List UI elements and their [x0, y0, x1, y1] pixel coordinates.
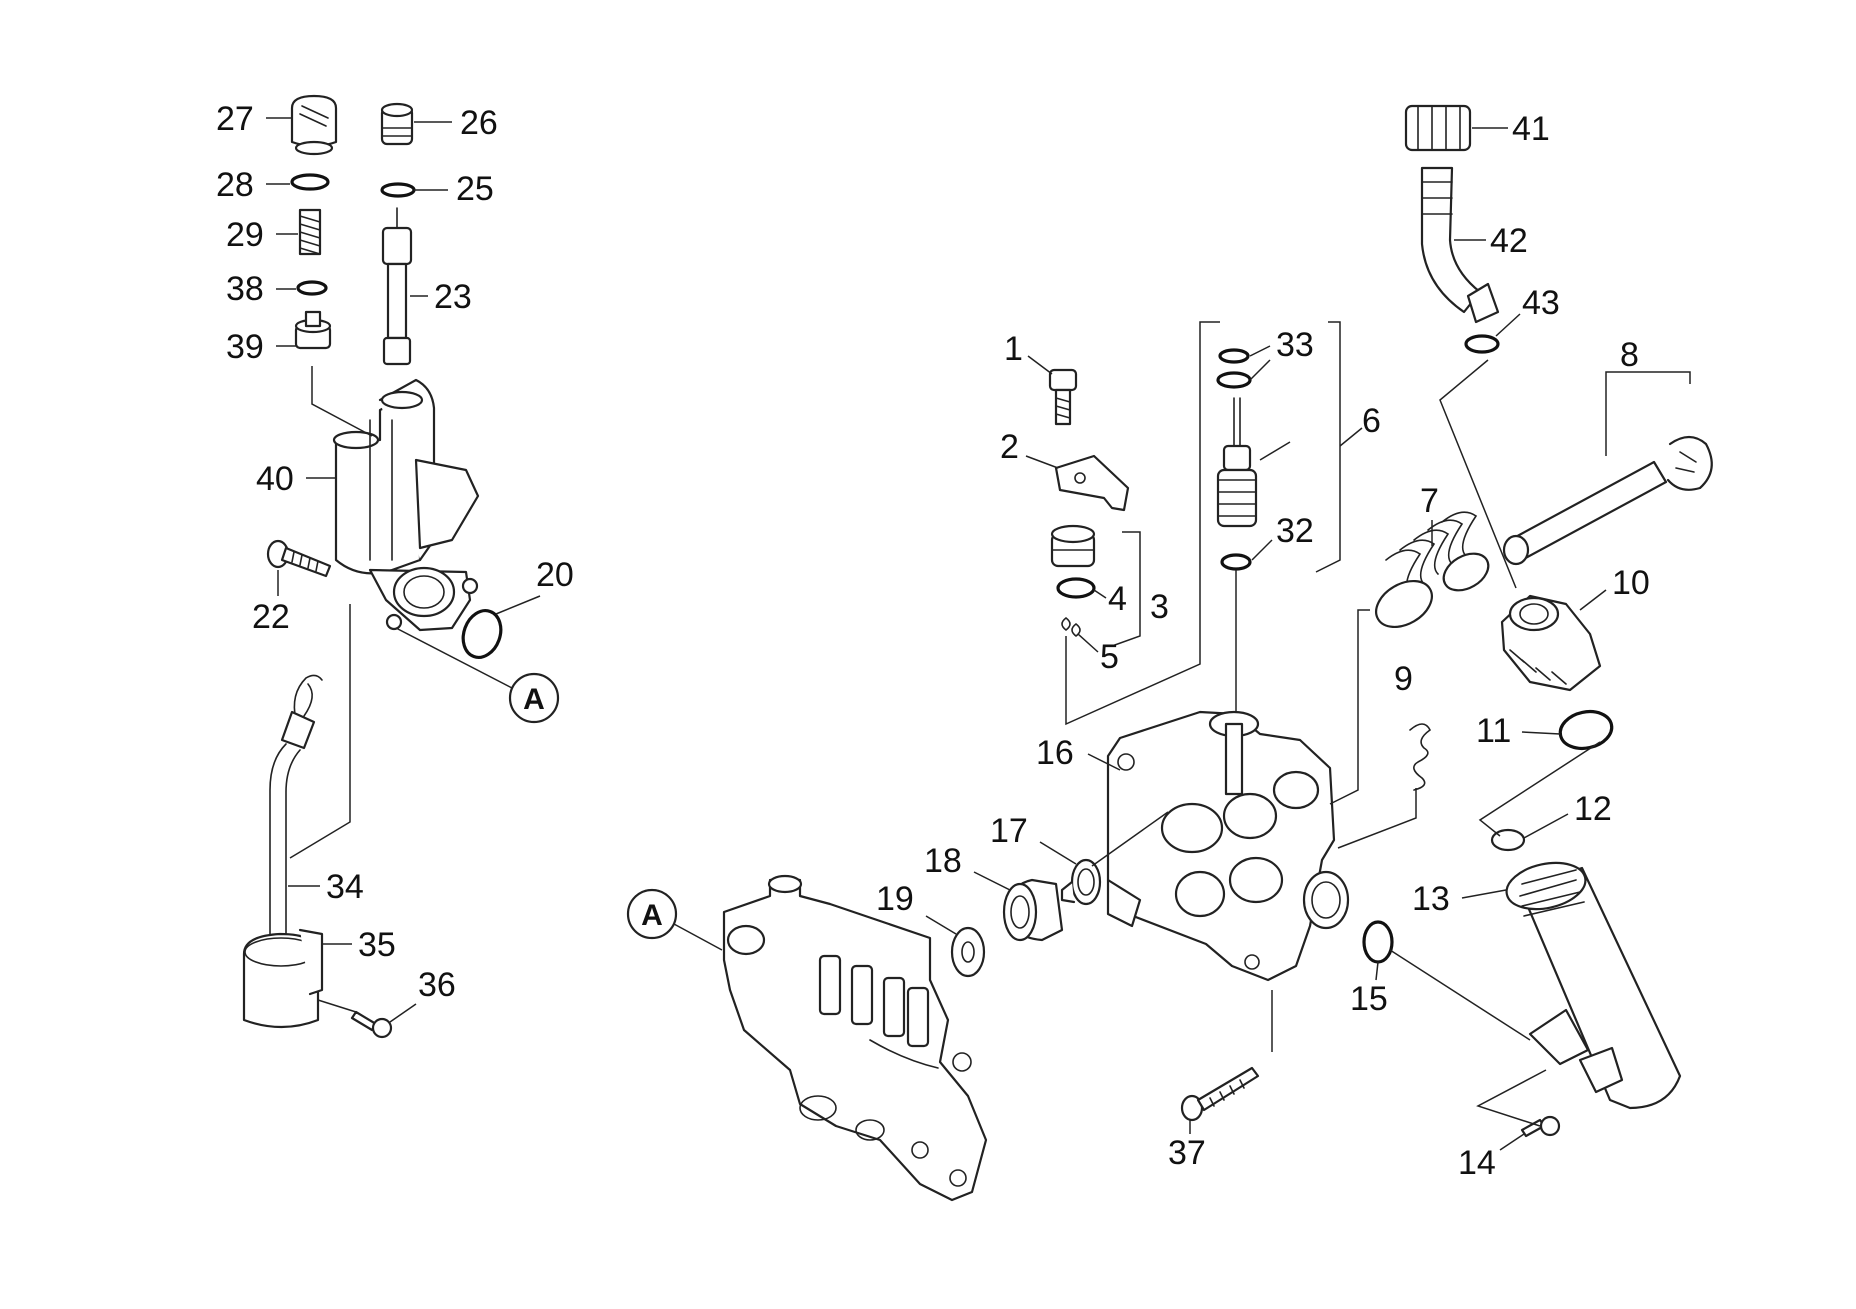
reference-mark-a-right: A — [626, 888, 723, 951]
part-15-oring — [1362, 920, 1394, 964]
label-37: 37 — [1168, 1134, 1206, 1172]
part-33-oring-top — [1218, 348, 1250, 364]
reference-mark-a-right-label: A — [641, 899, 663, 932]
part-26-screw — [380, 102, 414, 146]
label-5: 5 — [1100, 638, 1119, 676]
label-43: 43 — [1522, 284, 1560, 322]
right-assembly — [1404, 104, 1713, 1138]
part-11-seal — [1558, 709, 1614, 751]
label-9: 9 — [1394, 660, 1413, 698]
part-37-screw — [1180, 1066, 1260, 1122]
label-15: 15 — [1350, 980, 1388, 1018]
part-2-plate — [1054, 454, 1130, 512]
part-19-washer — [950, 926, 986, 978]
label-36: 36 — [418, 966, 456, 1004]
part-8-tube — [1502, 435, 1713, 566]
label-39: 39 — [226, 328, 264, 366]
label-7: 7 — [1420, 482, 1439, 520]
reference-mark-a-left-label: A — [523, 683, 545, 716]
label-18: 18 — [924, 842, 962, 880]
label-12: 12 — [1574, 790, 1612, 828]
part-42-elbow — [1420, 166, 1500, 324]
label-25: 25 — [456, 170, 494, 208]
label-14: 14 — [1458, 1144, 1496, 1182]
part-20-oring — [461, 609, 503, 659]
label-1: 1 — [1004, 330, 1023, 368]
label-33: 33 — [1276, 326, 1314, 364]
label-17: 17 — [990, 812, 1028, 850]
label-27: 27 — [216, 100, 254, 138]
label-8: 8 — [1620, 336, 1639, 374]
part-32-oring — [1220, 553, 1252, 571]
label-3: 3 — [1150, 588, 1169, 626]
label-13: 13 — [1412, 880, 1450, 918]
part-5-clip — [1061, 616, 1081, 637]
label-22: 22 — [252, 598, 290, 636]
label-32: 32 — [1276, 512, 1314, 550]
part-38-washer — [296, 280, 328, 296]
part-3-valve-insert — [1050, 524, 1096, 568]
part-6-valve — [1216, 397, 1258, 528]
part-33-oring-bottom — [1216, 371, 1252, 389]
part-23-piston — [381, 207, 413, 366]
part-12-oring — [1490, 828, 1526, 852]
part-34-cable — [269, 674, 323, 951]
part-43-oring — [1464, 334, 1500, 354]
part-14-screw — [1520, 1115, 1561, 1138]
label-11: 11 — [1476, 712, 1511, 750]
part-41-nut — [1404, 104, 1472, 152]
part-40-valve-housing — [332, 378, 480, 632]
label-38: 38 — [226, 270, 264, 308]
part-1-screw — [1048, 368, 1078, 426]
part-17-seal — [1060, 858, 1102, 906]
part-10-inlet — [1500, 594, 1602, 692]
label-23: 23 — [434, 278, 472, 316]
label-4: 4 — [1108, 580, 1127, 618]
label-20: 20 — [536, 556, 574, 594]
reference-mark-a-left: A — [395, 627, 560, 724]
pump-body — [722, 874, 988, 1202]
part-number-labels: 27 28 29 38 39 40 22 26 25 23 20 34 35 3… — [216, 100, 1650, 1182]
part-25-oring — [380, 182, 416, 198]
label-42: 42 — [1490, 222, 1528, 260]
left-assembly: A — [242, 94, 560, 1039]
label-40: 40 — [256, 460, 294, 498]
part-35-holder — [242, 928, 324, 1029]
label-10: 10 — [1612, 564, 1650, 602]
label-29: 29 — [226, 216, 264, 254]
part-27-plug — [290, 94, 338, 156]
label-19: 19 — [876, 880, 914, 918]
label-2: 2 — [1000, 428, 1019, 466]
label-26: 26 — [460, 104, 498, 142]
part-18-sleeve — [1002, 878, 1064, 942]
part-7-spring — [1375, 511, 1490, 629]
part-22-screw — [266, 539, 332, 578]
label-41: 41 — [1512, 110, 1550, 148]
center-assembly — [950, 321, 1531, 1122]
part-29-spring — [298, 208, 322, 256]
pump-body-assembly: A — [626, 874, 988, 1202]
part-4-oring — [1056, 577, 1096, 599]
label-16: 16 — [1036, 734, 1074, 772]
part-28-oring — [290, 173, 330, 191]
label-34: 34 — [326, 868, 364, 906]
part-16-pump-head — [1106, 710, 1350, 982]
label-28: 28 — [216, 166, 254, 204]
part-9-clip — [1409, 723, 1432, 791]
label-35: 35 — [358, 926, 396, 964]
label-6: 6 — [1362, 402, 1381, 440]
part-39-cap — [294, 310, 332, 350]
part-13-filter — [1505, 861, 1682, 1110]
part-36-screw — [350, 1010, 393, 1039]
